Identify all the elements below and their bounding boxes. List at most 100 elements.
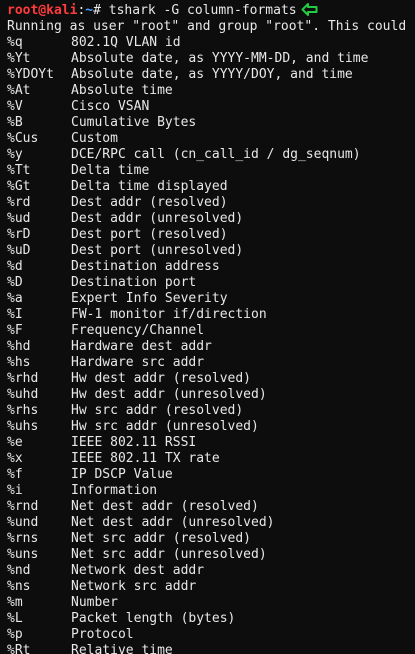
- format-code: %Cus: [7, 131, 39, 146]
- format-description: IEEE 802.11 RSSI: [71, 435, 197, 450]
- column-format-row: %und Net dest addr (unresolved): [7, 515, 415, 531]
- format-code: %d: [7, 259, 23, 274]
- format-code: %D: [7, 275, 23, 290]
- format-code: %L: [7, 611, 23, 626]
- column-format-row: %a Expert Info Severity: [7, 291, 415, 307]
- format-code: %Rt: [7, 643, 31, 654]
- format-code: %rd: [7, 195, 31, 210]
- column-format-row: %At Absolute time: [7, 83, 415, 99]
- format-code: %x: [7, 451, 23, 466]
- format-description: Frequency/Channel: [71, 323, 205, 338]
- format-description: Relative time: [71, 643, 173, 654]
- column-format-row: %ud Dest addr (unresolved): [7, 211, 415, 227]
- format-description: DCE/RPC call (cn_call_id / dg_seqnum): [71, 147, 361, 162]
- column-format-row: %x IEEE 802.11 TX rate: [7, 451, 415, 467]
- prompt-command: tshark -G column-formats: [108, 3, 297, 18]
- format-description: Number: [71, 595, 118, 610]
- column-format-row: %p Protocol: [7, 627, 415, 643]
- format-code: %rhs: [7, 403, 39, 418]
- format-description: Delta time: [71, 163, 150, 178]
- format-code: %und: [7, 515, 39, 530]
- column-format-row: %D Destination port: [7, 275, 415, 291]
- command-prompt-line: root@kali:~# tshark -G column-formats: [7, 3, 415, 19]
- format-code: %uD: [7, 243, 31, 258]
- column-format-row: %hd Hardware dest addr: [7, 339, 415, 355]
- format-code: %uhd: [7, 387, 39, 402]
- format-description: Destination port: [71, 275, 197, 290]
- format-description: Protocol: [71, 627, 134, 642]
- column-format-row: %nd Network dest addr: [7, 563, 415, 579]
- format-code: %Tt: [7, 163, 31, 178]
- column-format-row: %rD Dest port (resolved): [7, 227, 415, 243]
- column-format-row: %B Cumulative Bytes: [7, 115, 415, 131]
- format-code: %y: [7, 147, 23, 162]
- format-code: %YDOYt: [7, 67, 54, 82]
- format-description: Dest port (resolved): [71, 227, 228, 242]
- format-code: %m: [7, 595, 23, 610]
- format-description: Expert Info Severity: [71, 291, 228, 306]
- format-description: Net src addr (resolved): [71, 531, 252, 546]
- format-description: Information: [71, 483, 158, 498]
- arrow-left-icon: [301, 3, 318, 16]
- format-code: %uhs: [7, 419, 39, 434]
- column-format-row: %Cus Custom: [7, 131, 415, 147]
- format-description: Dest addr (unresolved): [71, 211, 244, 226]
- format-description: Hw dest addr (resolved): [71, 371, 252, 386]
- format-description: Delta time displayed: [71, 179, 228, 194]
- format-description: Hw src addr (unresolved): [71, 419, 259, 434]
- format-description: Cumulative Bytes: [71, 115, 197, 130]
- format-code: %ud: [7, 211, 31, 226]
- format-code: %I: [7, 307, 23, 322]
- column-format-row: %uD Dest port (unresolved): [7, 243, 415, 259]
- format-code: %hd: [7, 339, 31, 354]
- format-description: Net dest addr (unresolved): [71, 515, 275, 530]
- format-description: Net dest addr (resolved): [71, 499, 259, 514]
- format-code: %V: [7, 99, 23, 114]
- format-code: %e: [7, 435, 23, 450]
- column-format-row: %rnd Net dest addr (resolved): [7, 499, 415, 515]
- format-description: Hw dest addr (unresolved): [71, 387, 267, 402]
- column-format-row: %I FW-1 monitor if/direction: [7, 307, 415, 323]
- column-format-row: %Tt Delta time: [7, 163, 415, 179]
- column-format-row: %ns Network src addr: [7, 579, 415, 595]
- column-format-row: %uhs Hw src addr (unresolved): [7, 419, 415, 435]
- format-description: Hw src addr (resolved): [71, 403, 244, 418]
- format-code: %nd: [7, 563, 31, 578]
- format-description: Absolute date, as YYYY-MM-DD, and time: [71, 51, 369, 66]
- format-code: %rnd: [7, 499, 39, 514]
- format-description: Network dest addr: [71, 563, 205, 578]
- column-format-row: %y DCE/RPC call (cn_call_id / dg_seqnum): [7, 147, 415, 163]
- format-code: %uns: [7, 547, 39, 562]
- format-description: Cisco VSAN: [71, 99, 150, 114]
- format-code: %ns: [7, 579, 31, 594]
- warning-line: Running as user "root" and group "root".…: [7, 19, 407, 34]
- format-description: Absolute time: [71, 83, 173, 98]
- column-format-row: %m Number: [7, 595, 415, 611]
- format-description: FW-1 monitor if/direction: [71, 307, 267, 322]
- format-description: Custom: [71, 131, 118, 146]
- format-description: Hardware dest addr: [71, 339, 212, 354]
- format-description: Network src addr: [71, 579, 197, 594]
- format-code: %At: [7, 83, 31, 98]
- format-code: %B: [7, 115, 23, 130]
- format-code: %rD: [7, 227, 31, 242]
- format-code: %p: [7, 627, 23, 642]
- column-format-row: %uhd Hw dest addr (unresolved): [7, 387, 415, 403]
- format-code: %Yt: [7, 51, 31, 66]
- format-description: Dest port (unresolved): [71, 243, 244, 258]
- format-code: %hs: [7, 355, 31, 370]
- format-description: IEEE 802.11 TX rate: [71, 451, 220, 466]
- format-description: IP DSCP Value: [71, 467, 173, 482]
- column-format-row: %e IEEE 802.11 RSSI: [7, 435, 415, 451]
- column-format-row: %V Cisco VSAN: [7, 99, 415, 115]
- format-code: %a: [7, 291, 23, 306]
